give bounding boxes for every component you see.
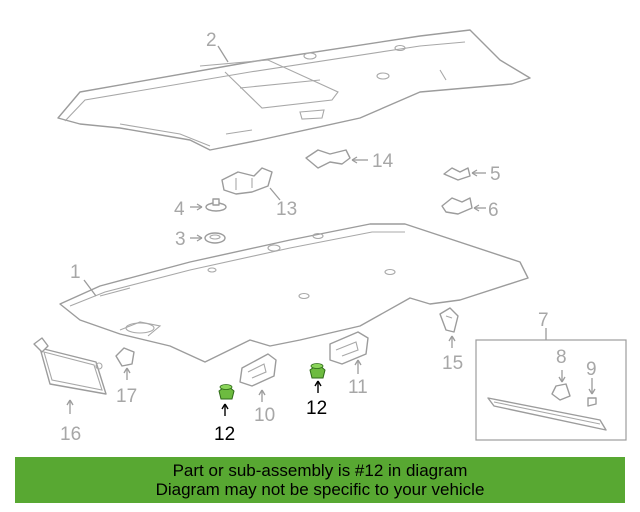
- callout-6: 6: [488, 200, 499, 221]
- banner-line-1: Part or sub-assembly is #12 in diagram: [172, 461, 468, 480]
- clip-4: [205, 198, 227, 212]
- holder-17: [115, 347, 135, 367]
- callout-8: 8: [556, 347, 567, 368]
- sun-visor-16: [33, 337, 107, 395]
- bracket-14: [305, 149, 351, 169]
- clip-6: [441, 197, 473, 215]
- headliner-upper-panel: [57, 29, 531, 151]
- clip-5: [443, 167, 471, 181]
- callout-13: 13: [276, 199, 297, 220]
- assist-grip-10: [239, 353, 277, 387]
- banner-line-2: Diagram may not be specific to your vehi…: [155, 480, 485, 499]
- callout-12-b: 12: [306, 398, 327, 419]
- callout-10: 10: [254, 405, 275, 426]
- callout-1: 1: [70, 262, 81, 283]
- info-banner: Part or sub-assembly is #12 in diagram D…: [15, 457, 625, 503]
- callout-12-a: 12: [214, 424, 235, 445]
- callout-17: 17: [116, 386, 137, 407]
- highlighted-clip-12-a: [218, 384, 235, 400]
- callout-4: 4: [174, 199, 185, 220]
- callout-11: 11: [348, 377, 368, 398]
- headliner-lower-panel: [59, 223, 529, 363]
- callout-3: 3: [175, 229, 186, 250]
- callout-5: 5: [490, 164, 501, 185]
- highlighted-clip-12-b: [309, 363, 326, 379]
- callout-15: 15: [442, 353, 463, 374]
- bracket-13: [221, 167, 273, 195]
- callout-14: 14: [372, 151, 394, 172]
- callout-16: 16: [60, 424, 81, 445]
- clip-3: [204, 232, 226, 244]
- sub-assembly-box-7: [475, 328, 627, 441]
- assist-grip-11: [329, 331, 369, 365]
- bracket-15: [439, 307, 459, 333]
- callout-7: 7: [538, 310, 549, 331]
- callout-9: 9: [586, 359, 597, 380]
- callout-2: 2: [206, 30, 217, 51]
